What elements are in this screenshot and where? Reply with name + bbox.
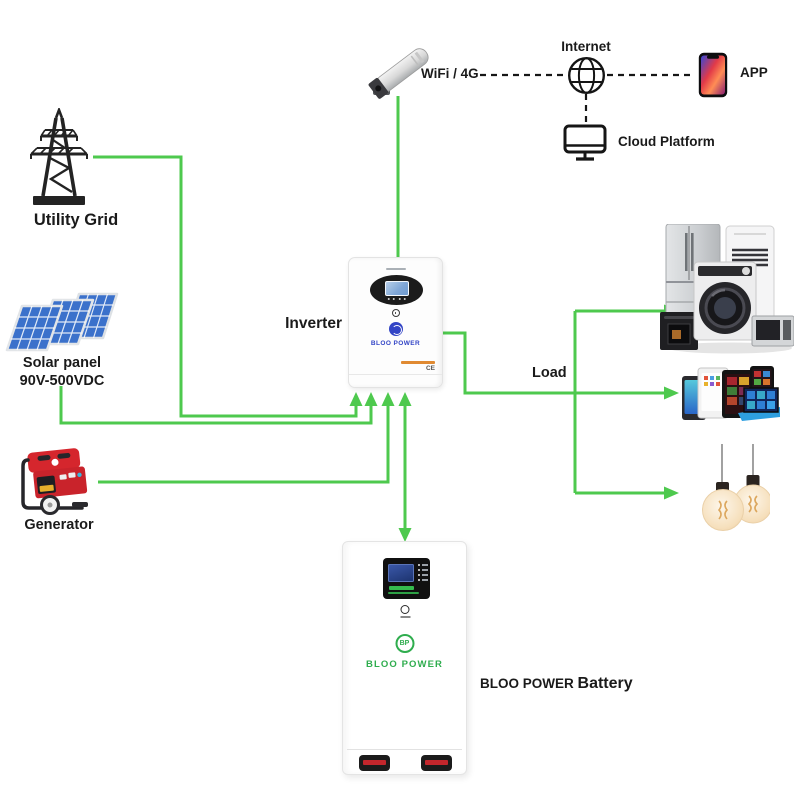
- inverter-bottom-divider: [349, 374, 442, 375]
- wire-solar-to-inverter: [59, 386, 373, 425]
- arrowhead-utility-in: [349, 392, 363, 406]
- battery-display-text-bar: [388, 592, 419, 594]
- inverter-ce-mark: CE: [425, 365, 435, 372]
- battery-base-divider: [347, 749, 462, 750]
- solar-panel-label: Solar panel 90V-500VDC: [0, 354, 124, 390]
- inverter-unit: BLOO POWER CE: [348, 257, 443, 388]
- battery-power-button: [400, 605, 410, 618]
- inverter-display: [370, 275, 423, 305]
- arrowhead-generator-in: [381, 392, 395, 406]
- battery-label-brand: BLOO POWER: [480, 676, 574, 691]
- battery-logo-monogram: BP: [399, 640, 410, 647]
- inverter-brand-logo: [388, 322, 403, 336]
- arrowhead-battery-down: [398, 528, 412, 542]
- load-label: Load: [532, 365, 567, 381]
- light-bulbs-icon: [702, 444, 770, 531]
- wire-generator-to-inverter: [98, 406, 390, 484]
- wifi-antenna-icon: [368, 48, 429, 99]
- arrowhead-battery-up: [398, 392, 412, 406]
- inverter-label: Inverter: [285, 315, 342, 332]
- wifi-label: WiFi / 4G: [421, 66, 479, 81]
- mobile-devices-icon: [682, 366, 780, 421]
- cloud-platform-monitor-icon: [563, 124, 607, 161]
- home-appliances-icon: [660, 224, 794, 354]
- internet-label: Internet: [561, 39, 611, 54]
- internet-globe-icon: [568, 57, 605, 94]
- battery-lcd-screen: [388, 564, 414, 582]
- inverter-lcd-screen: [385, 281, 409, 296]
- wire-utility-to-inverter: [93, 155, 358, 418]
- cloud-platform-label: Cloud Platform: [618, 134, 715, 149]
- utility-grid-tower-icon: [30, 108, 88, 205]
- solar-panel-label-spec: 90V-500VDC: [19, 373, 105, 390]
- solar-panel-icon: [5, 292, 119, 352]
- battery-display: [383, 558, 430, 599]
- app-phone-icon: [698, 52, 728, 98]
- arrowhead-load-bulbs: [664, 486, 679, 500]
- wire-inverter-to-load-trunk: [443, 331, 664, 395]
- battery-label: BLOO POWER Battery: [480, 674, 633, 694]
- battery-soc-bar: [389, 585, 414, 590]
- inverter-brand-text: BLOO POWER: [370, 340, 421, 347]
- generator-icon: [21, 448, 88, 515]
- generator-label: Generator: [24, 517, 94, 533]
- inverter-emblem-icon: [391, 309, 400, 317]
- battery-label-suffix: Battery: [577, 675, 633, 692]
- battery-brand-text: BLOO POWER: [366, 659, 443, 670]
- inverter-display-buttons: [387, 298, 406, 300]
- arrowhead-load-devices: [664, 386, 679, 400]
- battery-unit: BP BLOO POWER: [342, 541, 467, 775]
- inverter-model-text-bar: [401, 361, 435, 364]
- battery-wheel-left: [359, 755, 390, 771]
- battery-wheel-right: [421, 755, 452, 771]
- inverter-microtext: [385, 268, 406, 270]
- battery-brand-logo: BP: [395, 634, 414, 653]
- solar-panel-label-name: Solar panel: [22, 355, 102, 371]
- arrowhead-solar-in: [364, 392, 378, 406]
- battery-status-leds: [418, 564, 428, 584]
- app-label: APP: [740, 65, 768, 80]
- utility-grid-label: Utility Grid: [33, 211, 119, 229]
